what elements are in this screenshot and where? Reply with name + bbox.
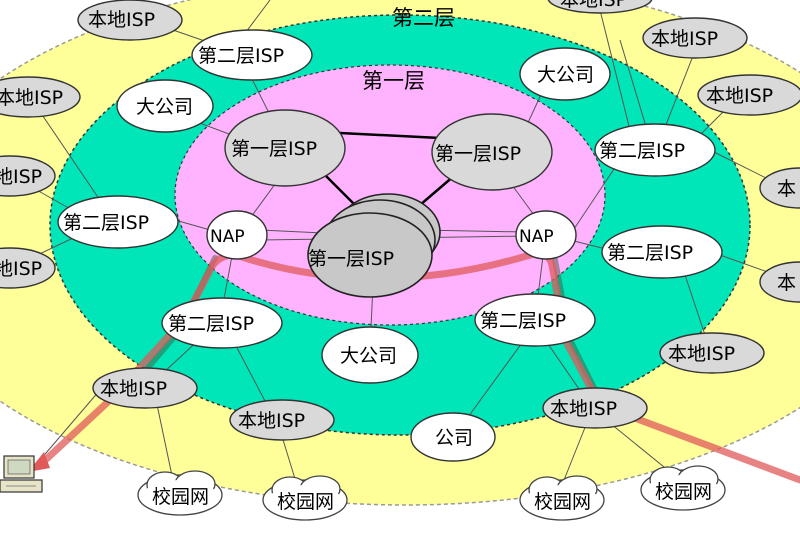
- tier2-isp-right-top-label: 第二层ISP: [599, 140, 685, 162]
- big-company-top-left-node: [116, 79, 214, 133]
- local-isp-2-label: 本地ISP: [0, 87, 63, 109]
- campus-3-label: 校园网: [534, 491, 591, 513]
- tier1-isp-center-label: 第一层ISP: [308, 248, 394, 270]
- tier2-isp-bottom-right-node: [474, 293, 596, 347]
- nap-right-label: NAP: [519, 227, 554, 247]
- local-isp-1-node: [77, 0, 183, 41]
- big-company-top-left-label: 大公司: [136, 96, 193, 118]
- tier2-isp-bottom-left-node: [161, 297, 283, 349]
- big-company-top-right-label: 大公司: [537, 64, 594, 86]
- tier1-isp-right-label: 第一层ISP: [435, 143, 521, 165]
- big-company-bottom-label: 大公司: [340, 345, 397, 367]
- campus-1-label: 校园网: [152, 486, 209, 508]
- nap-right-node: [515, 210, 577, 260]
- campus-4-label: 校园网: [655, 481, 712, 503]
- big-company-bottom-node: [321, 326, 419, 384]
- campus-cloud-3: [519, 475, 605, 521]
- tier2-isp-top-label: 第二层ISP: [198, 45, 284, 67]
- local-isp-10-label: 本地ISP: [706, 85, 773, 107]
- big-company-top-right-node: [519, 47, 611, 101]
- layer-label-first: 第一层: [362, 69, 425, 93]
- tier2-isp-bottom-left-label: 第二层ISP: [168, 313, 254, 335]
- local-isp-top-cut-label: 本地ISP: [560, 0, 627, 11]
- company-label: 公司: [435, 427, 473, 449]
- local-isp-5-node: [92, 367, 198, 409]
- local-isp-1-label: 本地ISP: [88, 9, 155, 31]
- layer-label-second: 第二层: [392, 6, 455, 30]
- tier2-isp-right-label: 第二层ISP: [607, 242, 693, 264]
- tier2-isp-bottom-right-label: 第二层ISP: [480, 310, 566, 332]
- local-isp-6-label: 本地ISP: [238, 410, 305, 432]
- local-isp-8-label: 本地ISP: [668, 343, 735, 365]
- company-node: [410, 412, 496, 462]
- local-isp-top-cut-node: [547, 0, 653, 14]
- local-isp-6-node: [229, 399, 335, 441]
- local-isp-8-node: [659, 332, 765, 374]
- tier2-isp-right-node: [601, 225, 723, 279]
- local-isp-9-label: 本地ISP: [651, 28, 718, 50]
- local-isp-12-node: [759, 261, 800, 303]
- tier1-isp-right-node: [431, 113, 553, 191]
- local-isp-12-label: 本: [777, 272, 796, 294]
- campus-2-label: 校园网: [277, 491, 334, 513]
- local-isp-3-node: [0, 155, 56, 197]
- local-isp-4-node: [0, 247, 56, 289]
- campus-cloud-2: [262, 475, 348, 521]
- tier1-backbone-links: [324, 131, 456, 206]
- local-isp-3-label: 地ISP: [0, 166, 42, 188]
- local-isp-9-node: [642, 17, 748, 59]
- campus-cloud-4: [640, 465, 726, 511]
- nap-left-node: [206, 210, 268, 260]
- local-isp-2-node: [0, 76, 81, 118]
- nap-left-label: NAP: [210, 227, 245, 247]
- tier2-isp-top-node: [191, 29, 313, 81]
- tier1-isp-left-node: [224, 109, 346, 187]
- computer-icon: [0, 455, 43, 493]
- local-isp-10-node: [697, 74, 800, 116]
- local-isp-4-label: 地ISP: [0, 258, 42, 280]
- local-isp-5-label: 本地ISP: [100, 378, 167, 400]
- local-isp-11-node: [759, 167, 800, 209]
- tier2-isp-left-node: [57, 195, 179, 249]
- tier1-isp-left-label: 第一层ISP: [231, 138, 317, 160]
- local-isp-7-label: 本地ISP: [550, 398, 617, 420]
- local-isp-7-node: [542, 387, 648, 429]
- tier2-isp-left-label: 第二层ISP: [63, 212, 149, 234]
- local-isp-11-label: 本: [777, 178, 796, 200]
- tier1-isp-center-stack: [307, 193, 441, 298]
- tier2-isp-right-top-node: [594, 123, 716, 177]
- campus-cloud-1: [137, 470, 223, 516]
